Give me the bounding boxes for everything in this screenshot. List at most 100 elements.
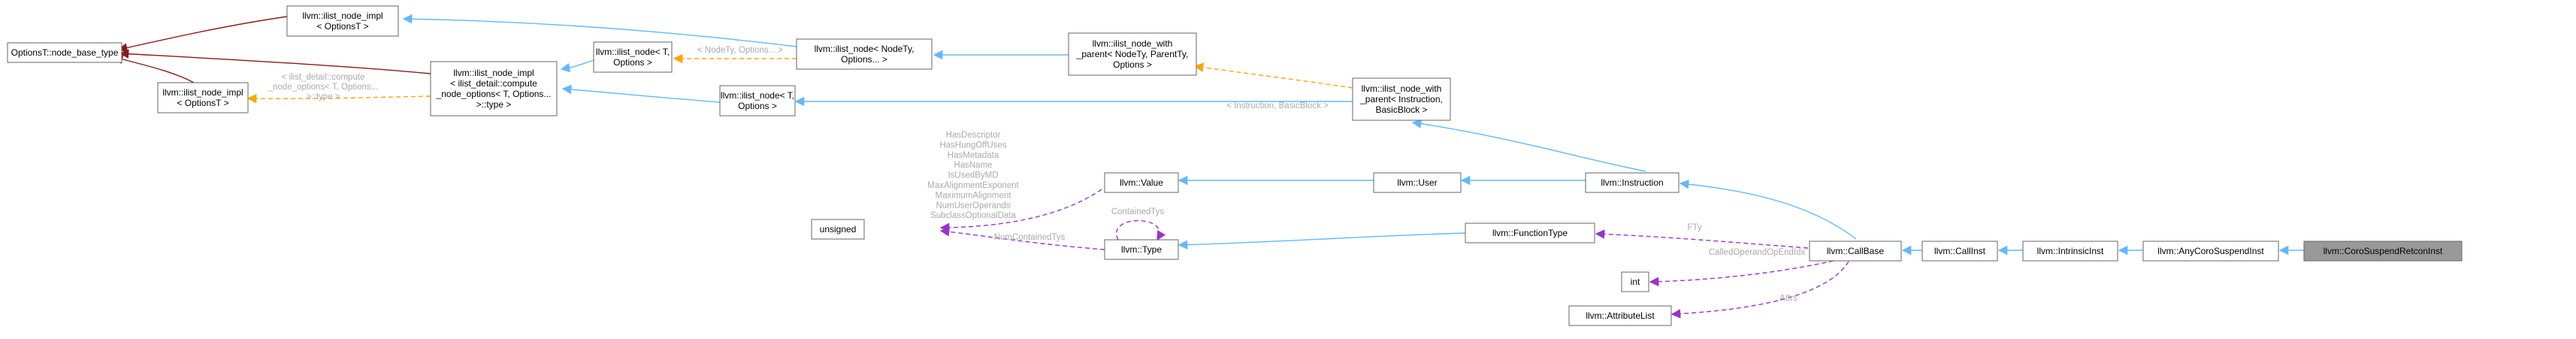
node-box: [1465, 222, 1595, 244]
node-instruction[interactable]: llvm::Instruction: [1585, 172, 1680, 193]
edge-impl-top-to-base: [117, 16, 288, 53]
node-label-line: < ilist_detail::compute: [450, 78, 537, 89]
node-box: [1585, 172, 1680, 193]
node-label-line: llvm::ilist_node< NodeTy,: [815, 44, 915, 54]
edge-callbase-int: [1649, 260, 1834, 286]
node-function-type[interactable]: llvm::FunctionType: [1465, 222, 1595, 244]
node-box: [1921, 241, 1998, 262]
label-line: SubclassOptionalData: [930, 211, 1016, 220]
node-type[interactable]: llvm::Type: [1104, 239, 1179, 260]
edge-impl-compute-to-base: [119, 49, 431, 74]
node-call-base[interactable]: llvm::CallBase: [1809, 241, 1902, 262]
node-parent-inst[interactable]: llvm::ilist_node_with_parent< Instructio…: [1352, 77, 1451, 121]
edge-impl-compute-template: [246, 93, 431, 104]
edge-node-t2-to-impl-compute: [561, 84, 721, 103]
label-inst-basicblock: < Instruction, BasicBlock >: [1226, 101, 1329, 110]
node-attribute-list[interactable]: llvm::AttributeList: [1568, 305, 1672, 326]
label-attrs: Attrs: [1779, 294, 1797, 303]
edge-callbase-fty: [1595, 229, 1809, 249]
node-impl-top[interactable]: llvm::ilist_node_impl< OptionsT >: [286, 5, 399, 37]
node-label-line: llvm::CallInst: [1934, 246, 1986, 256]
node-box: [7, 42, 122, 63]
node-any-coro[interactable]: llvm::AnyCoroSuspendInst: [2142, 241, 2279, 262]
node-box: [2022, 241, 2118, 262]
label-contained-tys: ContainedTys: [1111, 207, 1165, 216]
edge-node-nodety-to-impl-top: [402, 14, 797, 47]
node-label-line: llvm::ilist_node_impl: [162, 87, 243, 98]
node-label-line: llvm::Value: [1120, 177, 1163, 188]
edge-instruction-to-parent-inst: [1411, 119, 1646, 172]
node-label-line: llvm::AttributeList: [1586, 310, 1655, 321]
label-nodety-options: < NodeTy, Options... >: [697, 46, 783, 55]
node-int[interactable]: int: [1621, 271, 1649, 292]
node-label-line: Options >: [738, 101, 777, 111]
node-label-line: llvm::Type: [1121, 244, 1162, 255]
node-box: [1104, 172, 1179, 193]
node-node-nodety[interactable]: llvm::ilist_node< NodeTy,Options... >: [796, 38, 933, 70]
node-box: [2303, 241, 2463, 262]
node-label-line: llvm::CoroSuspendRetconInst: [2324, 246, 2443, 256]
node-box: [593, 41, 673, 73]
node-box: [1621, 271, 1649, 292]
node-box: [1809, 241, 1902, 262]
node-box: [1352, 77, 1451, 121]
node-box: [1373, 172, 1462, 193]
edge-type-to-unsigned: [939, 227, 1105, 250]
node-impl-compute[interactable]: llvm::ilist_node_impl< ilist_detail::com…: [430, 61, 558, 117]
label-line: IsUsedByMD: [948, 171, 998, 180]
node-label-line: llvm::FunctionType: [1492, 228, 1568, 238]
edge-impl-bottom-to-base: [113, 54, 195, 83]
node-box: [430, 61, 558, 117]
label-line: NumUserOperands: [936, 201, 1010, 210]
edge-callbase-to-instruction: [1679, 179, 1857, 240]
node-label-line: int: [1631, 277, 1640, 287]
node-label-line: _node_options< T, Options...: [436, 89, 552, 99]
node-label-line: llvm::ilist_node_with: [1362, 83, 1442, 94]
label-line: HasDescriptor: [946, 131, 1001, 140]
label-line: HasMetadata: [948, 151, 999, 160]
node-label-line: BasicBlock >: [1375, 104, 1427, 115]
edge-value-members-to-unsigned: [939, 189, 1102, 233]
node-label-line: llvm::ilist_node_with: [1093, 38, 1173, 49]
node-label-line: llvm::AnyCoroSuspendInst: [2157, 246, 2264, 256]
node-box: [1068, 32, 1197, 76]
label-value-members: HasDescriptorHasHungOffUsesHasMetadataHa…: [927, 131, 1019, 220]
node-label-line: _parent< Instruction,: [1359, 94, 1443, 104]
node-label-line: llvm::ilist_node_impl: [453, 68, 534, 78]
node-box: [2142, 241, 2279, 262]
node-label-line: < OptionsT >: [316, 21, 368, 32]
node-coro-retcon[interactable]: llvm::CoroSuspendRetconInst: [2303, 241, 2463, 262]
node-label-line: OptionsT::node_base_type: [11, 47, 119, 58]
node-box: [286, 5, 399, 37]
node-label-line: llvm::User: [1397, 177, 1437, 188]
node-label-line: Options... >: [841, 54, 887, 65]
node-label-line: unsigned: [820, 224, 857, 235]
node-label-line: Options >: [1113, 59, 1152, 70]
node-label-line: _parent< NodeTy, ParentTy,: [1076, 49, 1189, 59]
node-value[interactable]: llvm::Value: [1104, 172, 1179, 193]
node-label-line: llvm::Instruction: [1601, 177, 1663, 188]
node-intrinsic-inst[interactable]: llvm::IntrinsicInst: [2022, 241, 2118, 262]
edge-parent-inst-template: [1193, 62, 1353, 89]
node-unsigned[interactable]: unsigned: [811, 219, 865, 240]
node-box: [796, 38, 933, 70]
node-user[interactable]: llvm::User: [1373, 172, 1462, 193]
node-label-line: < OptionsT >: [177, 98, 228, 108]
node-impl-bottom[interactable]: llvm::ilist_node_impl< OptionsT >: [157, 82, 249, 114]
node-call-inst[interactable]: llvm::CallInst: [1921, 241, 1998, 262]
node-label-line: llvm::ilist_node_impl: [302, 11, 382, 21]
node-label-line: llvm::ilist_node< T,: [596, 47, 670, 57]
node-node-t-options[interactable]: llvm::ilist_node< T,Options >: [593, 41, 673, 73]
node-label-line: llvm::IntrinsicInst: [2037, 246, 2104, 256]
label-line: MaxAlignmentExponent: [927, 181, 1019, 190]
edge-node-t-to-impl-compute: [560, 59, 594, 73]
node-parent-nodety[interactable]: llvm::ilist_node_with_parent< NodeTy, Pa…: [1068, 32, 1197, 76]
node-box: [157, 82, 249, 114]
node-box: [719, 85, 796, 117]
label-fty: FTy: [1687, 223, 1701, 232]
label-callee-operand: CalledOperandOpEndIdx: [1709, 248, 1806, 257]
label-line: HasName: [954, 161, 992, 170]
node-node-t-options2[interactable]: llvm::ilist_node< T,Options >: [719, 85, 796, 117]
node-base-type[interactable]: OptionsT::node_base_type: [7, 42, 122, 63]
